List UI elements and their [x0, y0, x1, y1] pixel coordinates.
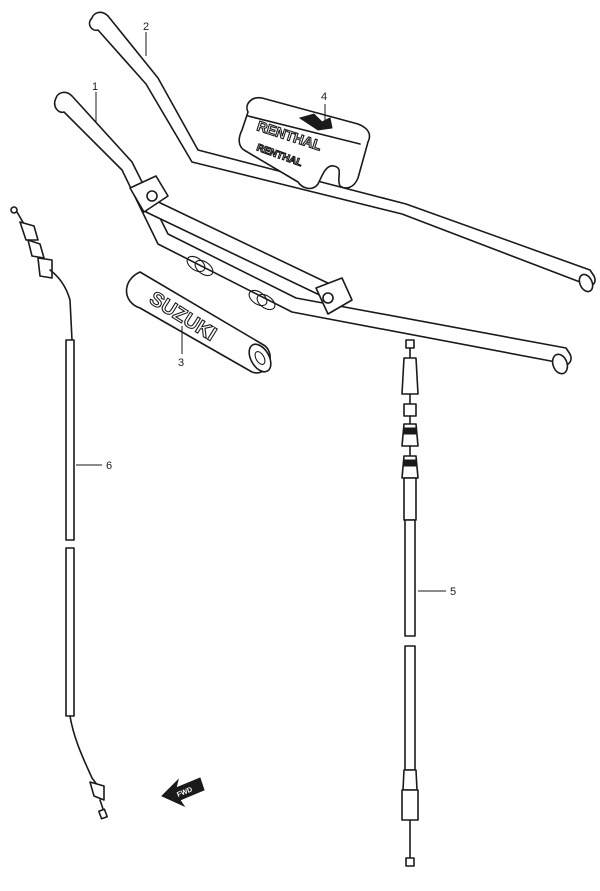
- callout-1: 1: [92, 81, 98, 122]
- svg-text:1: 1: [92, 81, 98, 93]
- handlebar-pad[interactable]: RENTHAL RENTHAL: [238, 96, 371, 190]
- callout-6: 6: [76, 460, 112, 472]
- svg-text:4: 4: [321, 91, 327, 103]
- clutch-cable[interactable]: [10, 206, 108, 820]
- handlebar[interactable]: [53, 91, 572, 375]
- fwd-arrow: FWD: [161, 777, 205, 808]
- svg-text:6: 6: [106, 460, 112, 472]
- clamp-right: [315, 277, 353, 315]
- svg-text:2: 2: [143, 21, 149, 33]
- handlebar-rear[interactable]: [88, 11, 596, 293]
- callout-4: 4: [321, 91, 327, 124]
- svg-text:3: 3: [178, 357, 184, 369]
- callout-3: 3: [178, 326, 184, 369]
- throttle-cable[interactable]: [401, 339, 419, 867]
- svg-text:5: 5: [450, 586, 456, 598]
- clamp-left: [129, 175, 169, 213]
- callout-2: 2: [143, 21, 149, 56]
- renthal-logo-mark: [298, 113, 333, 131]
- callout-5: 5: [418, 586, 456, 598]
